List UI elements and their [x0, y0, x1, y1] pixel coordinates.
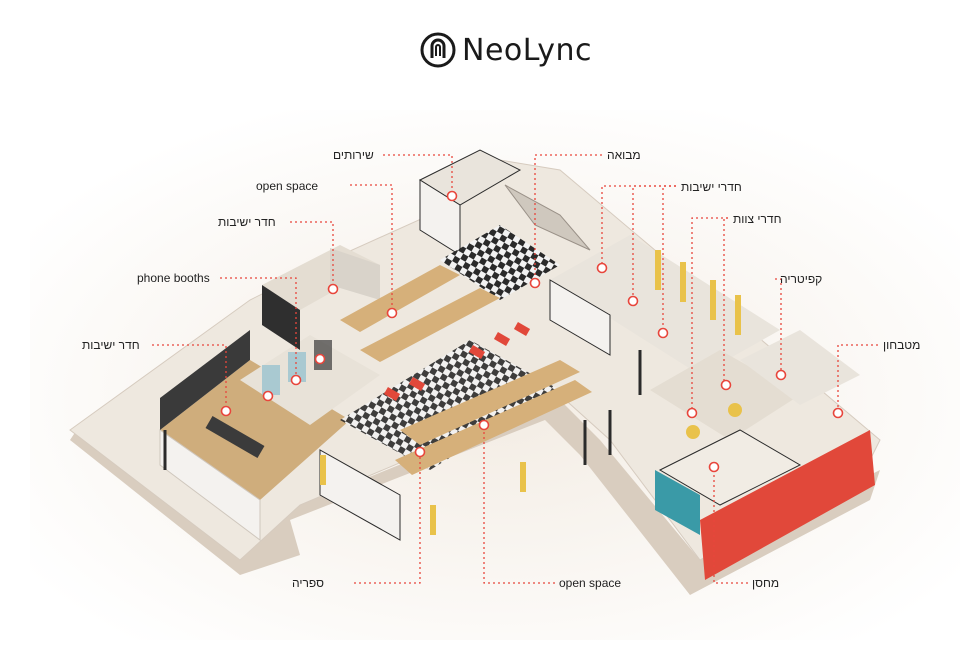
- library-yellow-panel-2: [430, 505, 436, 535]
- label-meeting-rooms: חדרי ישיבות: [681, 180, 742, 194]
- label-restrooms: שירותים: [333, 148, 374, 162]
- leader-team-rooms-1: [691, 217, 728, 410]
- label-cafeteria: קפיטריה: [780, 272, 823, 286]
- marker-open-space-top: [386, 307, 398, 319]
- brand-name: NeoLync: [462, 32, 592, 68]
- leader-cafeteria: [775, 278, 782, 372]
- meeting-rooms-right-floor: [550, 235, 780, 375]
- floor-slab-side: [70, 400, 880, 595]
- desk-row-lower-2: [395, 380, 592, 475]
- meeting-rooms-yellow-1: [655, 250, 661, 290]
- open-space-checker-path: [340, 340, 560, 470]
- red-seat-4: [493, 332, 511, 346]
- leader-team-rooms-2: [723, 217, 728, 382]
- red-seat-3: [468, 345, 486, 359]
- label-team-rooms: חדרי צוות: [733, 212, 782, 226]
- marker-meeting-left: [327, 283, 339, 295]
- leader-library: [354, 455, 421, 584]
- neolync-logo-icon: [420, 32, 456, 68]
- library-yellow-panel-1: [320, 455, 326, 485]
- marker-phone-booth-2: [290, 374, 302, 386]
- leader-storage: [713, 470, 748, 584]
- room-meeting-far-left-back: [160, 330, 250, 430]
- room-meeting-left-wall: [262, 285, 300, 350]
- label-open-space-bottom: open space: [559, 576, 622, 590]
- leader-meeting-far-left: [152, 344, 227, 408]
- label-meeting-room-left: חדר ישיבות: [218, 215, 276, 229]
- marker-team-rooms-2: [720, 379, 732, 391]
- label-storage: מחסן: [752, 576, 780, 590]
- cafeteria-floor: [740, 330, 860, 405]
- label-phone-booths: phone booths: [137, 271, 210, 285]
- meeting-rooms-yellow-3: [710, 280, 716, 320]
- meeting-rooms-yellow-2: [680, 262, 686, 302]
- team-rooms-floor: [650, 350, 800, 440]
- marker-phone-booth-3: [314, 353, 326, 365]
- room-meeting-far-left-wall: [159, 429, 261, 541]
- library-yellow-panel-3: [520, 462, 526, 492]
- phone-booth-1: [262, 365, 280, 395]
- leader-meeting-left: [290, 221, 334, 286]
- desk-row-upper-1: [340, 265, 460, 332]
- meeting-rooms-yellow-4: [735, 295, 741, 335]
- leader-entrance: [534, 154, 602, 280]
- marker-meeting-rooms-3: [657, 327, 669, 339]
- marker-open-space-bottom: [478, 419, 490, 431]
- marker-restrooms: [446, 190, 458, 202]
- marker-meeting-far-left: [220, 405, 232, 417]
- leader-open-space-bottom: [483, 428, 555, 584]
- label-open-space-top: open space: [256, 179, 319, 193]
- label-kitchenette: מטבחון: [883, 338, 921, 352]
- label-entrance: מבואה: [607, 148, 641, 162]
- marker-meeting-rooms-2: [627, 295, 639, 307]
- storage-room-floor: [658, 429, 802, 506]
- phone-booths-floor: [240, 335, 380, 425]
- marker-kitchenette: [832, 407, 844, 419]
- red-seat-5: [513, 322, 531, 336]
- marker-entrance: [529, 277, 541, 289]
- room-meeting-left-back: [330, 248, 380, 300]
- marker-storage: [708, 461, 720, 473]
- leader-kitchenette: [837, 344, 878, 410]
- red-seat-1: [383, 387, 401, 401]
- marker-circles: [220, 190, 844, 473]
- meeting-rooms-right-wall: [549, 279, 611, 356]
- cafeteria-table-1: [686, 425, 700, 439]
- marker-phone-booth-1: [262, 390, 274, 402]
- leader-open-space-top: [350, 184, 393, 310]
- marker-library: [414, 446, 426, 458]
- brand-logo: NeoLync: [420, 28, 592, 72]
- storage-teal-wall: [655, 470, 700, 535]
- leader-lines: [152, 154, 878, 584]
- red-seat-2: [408, 377, 426, 391]
- leader-meeting-rooms-1: [601, 185, 676, 265]
- marker-team-rooms-1: [686, 407, 698, 419]
- kitchenette-red-wall: [700, 430, 875, 580]
- label-meeting-room-far-left: חדר ישיבות: [82, 338, 140, 352]
- meeting-table-far-left: [205, 415, 265, 459]
- marker-meeting-rooms-1: [596, 262, 608, 274]
- desk-row-lower-1: [400, 360, 580, 445]
- marker-cafeteria: [775, 369, 787, 381]
- cafeteria-table-2: [728, 403, 742, 417]
- leader-phone-booths: [220, 277, 297, 380]
- phone-booth-2: [288, 352, 306, 382]
- desk-row-upper-2: [360, 288, 500, 362]
- entrance-stairs: [504, 184, 591, 251]
- label-library: ספריה: [292, 576, 324, 590]
